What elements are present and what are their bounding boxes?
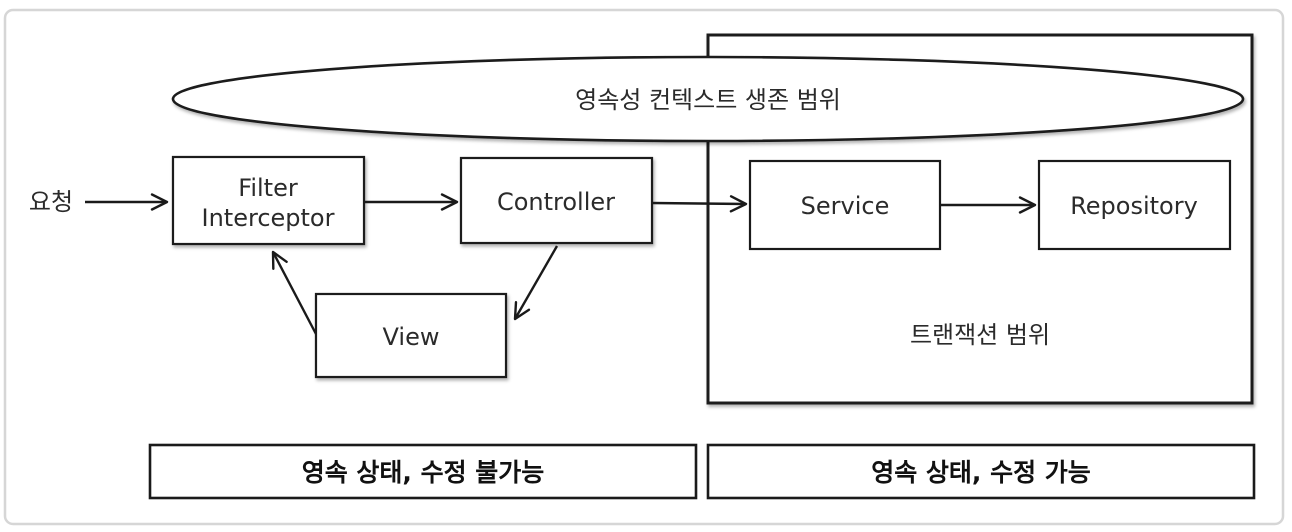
arrow-view-to-filter xyxy=(271,250,318,335)
view-label: View xyxy=(383,323,440,351)
filter-interceptor-label-line1: Filter xyxy=(238,174,298,202)
repository-box xyxy=(1037,159,1232,251)
footer-right-box xyxy=(706,443,1256,500)
footer-left-label: 영속 상태, 수정 불가능 xyxy=(302,458,545,487)
persistence-context-ellipse xyxy=(171,55,1245,143)
filter-interceptor-box xyxy=(171,155,366,246)
controller-label: Controller xyxy=(497,188,615,216)
transaction-scope-label: 트랜잭션 범위 xyxy=(910,321,1050,349)
request-label: 요청 xyxy=(29,188,73,216)
footer-left-box xyxy=(148,443,698,500)
service-label: Service xyxy=(801,192,890,220)
arrow-controller-to-service xyxy=(651,195,748,213)
arrow-controller-to-view xyxy=(513,245,559,321)
repository-label: Repository xyxy=(1070,192,1198,220)
filter-interceptor-label-line2: Interceptor xyxy=(202,204,335,232)
controller-box xyxy=(459,156,654,245)
footer-right-label: 영속 상태, 수정 가능 xyxy=(871,458,1091,487)
view-box xyxy=(314,292,508,379)
persistence-context-label: 영속성 컨텍스트 생존 범위 xyxy=(575,86,841,114)
